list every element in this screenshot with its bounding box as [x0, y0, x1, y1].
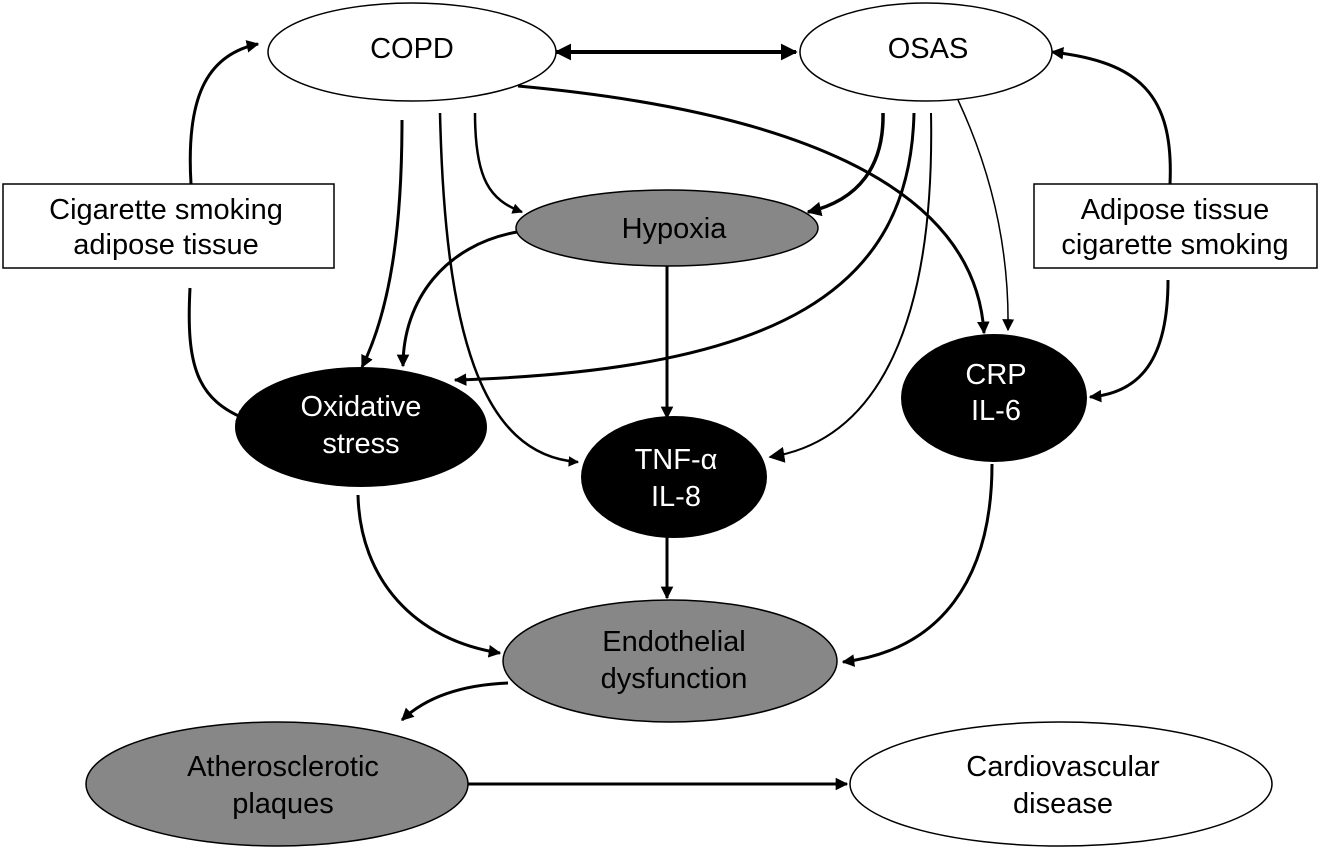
svg-text:Hypoxia: Hypoxia — [622, 213, 728, 245]
endothelial-line-1: Endothelial — [602, 626, 746, 658]
osas-ellipse — [799, 2, 1053, 102]
tnf-line-1: TNF-α — [635, 444, 718, 476]
endothelial-ellipse — [502, 599, 838, 723]
crp-ellipse — [901, 334, 1087, 462]
edge-endothelial-athero — [400, 681, 509, 722]
copd-label: COPD — [370, 33, 454, 65]
svg-text:adipose tissue: adipose tissue — [73, 229, 258, 261]
tnf-ellipse — [581, 416, 767, 538]
crp-line-1: CRP — [965, 359, 1026, 391]
right-box-line-1: Adipose tissue — [1081, 194, 1270, 226]
edge-oxidative-endothelial — [356, 494, 502, 658]
edge-osas-tnf — [768, 112, 933, 463]
svg-text:disease: disease — [1013, 788, 1113, 820]
oxidative-line-1: Oxidative — [301, 391, 422, 423]
node-copd: COPD — [267, 2, 557, 102]
svg-text:Atherosclerotic: Atherosclerotic — [187, 751, 379, 783]
edges — [187, 40, 1172, 791]
svg-text:TNF-α: TNF-α — [635, 444, 718, 476]
cvd-ellipse — [849, 721, 1273, 847]
svg-text:cigarette smoking: cigarette smoking — [1061, 229, 1288, 261]
athero-ellipse — [85, 721, 469, 847]
node-atherosclerotic-plaques: Atherosclerotic plaques — [85, 721, 469, 847]
left-box-rect — [2, 183, 335, 269]
box-left-risk-factors: Cigarette smoking adipose tissue — [2, 183, 335, 269]
edge-copd-tnf — [438, 112, 580, 467]
svg-text:Endothelial: Endothelial — [602, 626, 746, 658]
edge-copd-oxidative — [360, 119, 404, 369]
hypoxia-label: Hypoxia — [622, 213, 728, 245]
hypoxia-ellipse — [515, 189, 819, 267]
left-box-line-2: adipose tissue — [73, 229, 258, 261]
svg-text:Oxidative: Oxidative — [301, 391, 422, 423]
node-crp-il6: CRP IL-6 — [901, 334, 1087, 462]
crp-line-2: IL-6 — [971, 395, 1021, 427]
tnf-line-2: IL-8 — [651, 481, 701, 513]
node-cardiovascular-disease: Cardiovascular disease — [849, 721, 1273, 847]
svg-text:IL-8: IL-8 — [651, 481, 701, 513]
osas-label: OSAS — [888, 33, 969, 65]
svg-text:plaques: plaques — [232, 788, 334, 820]
svg-text:OSAS: OSAS — [888, 33, 969, 65]
right-box-line-2: cigarette smoking — [1061, 229, 1288, 261]
oxidative-ellipse — [235, 367, 487, 487]
edge-rightbox-osas — [1050, 47, 1172, 185]
svg-text:CRP: CRP — [965, 359, 1026, 391]
box-right-risk-factors: Adipose tissue cigarette smoking — [1033, 183, 1318, 269]
edge-leftbox-oxidative — [187, 287, 250, 422]
right-box-rect — [1033, 183, 1318, 269]
svg-text:IL-6: IL-6 — [971, 395, 1021, 427]
athero-line-1: Atherosclerotic — [187, 751, 379, 783]
svg-text:dysfunction: dysfunction — [601, 663, 748, 695]
node-oxidative-stress: Oxidative stress — [235, 367, 487, 487]
cvd-line-2: disease — [1013, 788, 1113, 820]
oxidative-line-2: stress — [322, 428, 399, 460]
edge-hypoxia-oxidative — [396, 230, 518, 368]
node-osas: OSAS — [799, 2, 1053, 102]
node-tnf-il8: TNF-α IL-8 — [581, 416, 767, 538]
node-endothelial-dysfunction: Endothelial dysfunction — [502, 599, 838, 723]
svg-text:Cardiovascular: Cardiovascular — [966, 751, 1160, 783]
edge-rightbox-crp — [1088, 279, 1170, 403]
athero-line-2: plaques — [232, 788, 334, 820]
endothelial-line-2: dysfunction — [601, 663, 748, 695]
node-hypoxia: Hypoxia — [515, 189, 819, 267]
edge-leftbox-copd — [188, 40, 260, 185]
svg-text:Cigarette smoking: Cigarette smoking — [49, 194, 283, 226]
svg-text:COPD: COPD — [370, 33, 454, 65]
edge-osas-hypoxia — [806, 112, 885, 217]
left-box-line-1: Cigarette smoking — [49, 194, 283, 226]
edge-crp-endothelial — [841, 463, 994, 667]
cvd-line-1: Cardiovascular — [966, 751, 1160, 783]
svg-text:stress: stress — [322, 428, 399, 460]
edge-osas-crp — [957, 99, 1015, 332]
svg-text:Adipose tissue: Adipose tissue — [1081, 194, 1270, 226]
edge-osas-oxidative — [453, 112, 916, 386]
edge-copd-hypoxia — [473, 112, 523, 214]
edge-copd-crp — [517, 84, 990, 335]
copd-ellipse — [267, 2, 557, 102]
